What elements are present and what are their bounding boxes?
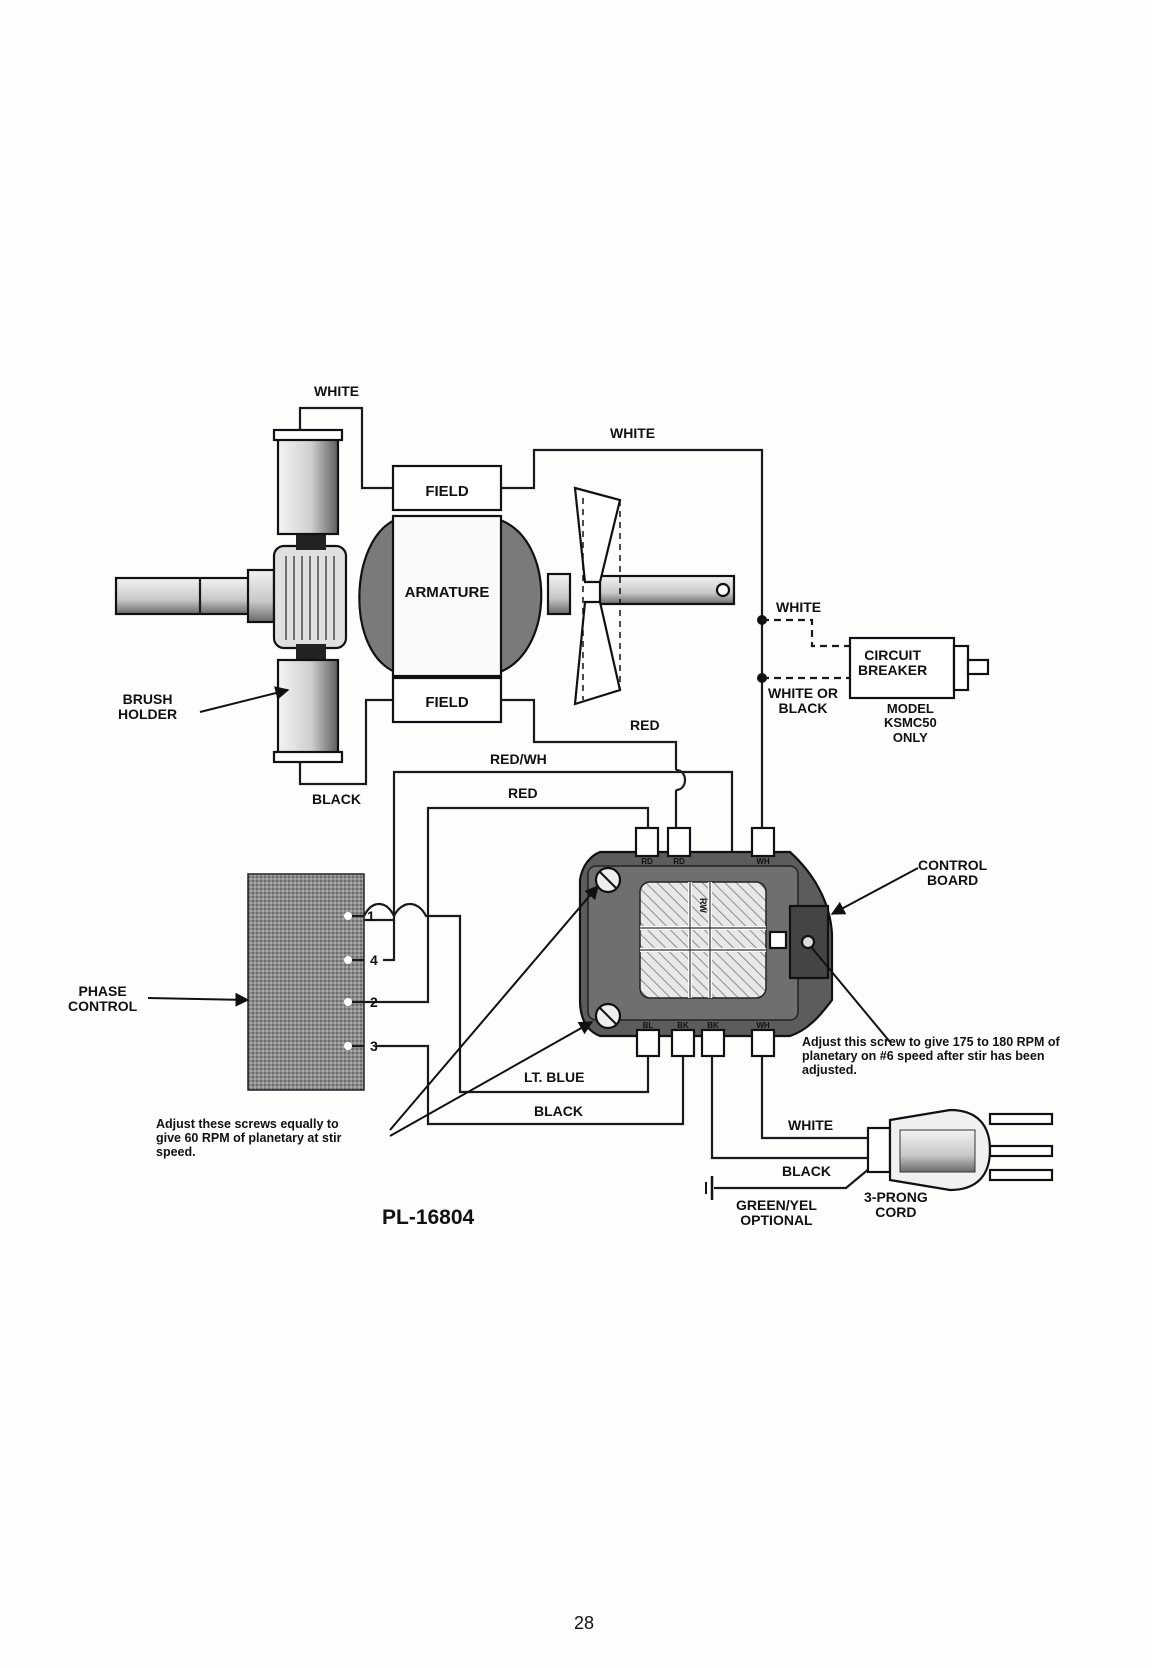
- field-bottom-label: FIELD: [425, 694, 468, 711]
- three-prong-plug: [866, 1108, 1054, 1192]
- wiring: [298, 406, 871, 1200]
- wire-green-yel: [714, 1167, 871, 1190]
- terminal-wh-top: WH: [756, 857, 770, 866]
- label-black-brush: BLACK: [312, 791, 361, 807]
- terminal-rd-1: RD: [641, 857, 653, 866]
- brush-holder-top: [272, 428, 344, 536]
- phase-control-label: PHASE CONTROL: [68, 983, 138, 1015]
- cooling-fan: [573, 486, 622, 706]
- right-shaft: [598, 574, 736, 606]
- label-black-bottom: BLACK: [534, 1103, 583, 1119]
- label-red-wh: RED/WH: [490, 751, 547, 767]
- model-note: MODEL KSMC50 ONLY: [884, 701, 937, 745]
- control-board-label: CONTROL BOARD: [918, 857, 988, 889]
- label-red-field: RED: [630, 717, 660, 733]
- armature: [391, 514, 503, 678]
- cord-label: 3-PRONG CORD: [864, 1189, 928, 1221]
- label-black-cord: BLACK: [782, 1163, 831, 1179]
- page-number: 28: [574, 1613, 595, 1633]
- wire-black-bottom: [376, 1044, 685, 1126]
- right-adjust-note: Adjust this screw to give 175 to 180 RPM…: [802, 1035, 1060, 1077]
- terminal-wh-bottom: WH: [756, 1021, 770, 1030]
- wire-lt-blue: [363, 902, 650, 1094]
- circuit-breaker: [848, 636, 990, 700]
- brush-holder-bottom: [272, 658, 344, 764]
- phase-pin-4: 4: [370, 952, 378, 968]
- wire-red: [364, 806, 650, 1004]
- phase-pin-1: 1: [367, 908, 375, 924]
- field-top-label: FIELD: [425, 483, 468, 500]
- wire-white-cord: [760, 1052, 870, 1140]
- phase-control: 1 4 2 3: [247, 873, 396, 1091]
- wire-red-wh: [364, 770, 734, 922]
- label-green-yel: GREEN/YEL OPTIONAL: [736, 1197, 817, 1229]
- wire-black-cord: [710, 1052, 870, 1160]
- control-board: RD RD WH RW BL BK BK WH: [578, 826, 834, 1058]
- motor-assembly: ARMATURE FIELD FIELD: [114, 428, 736, 764]
- part-number: PL-16804: [382, 1206, 475, 1229]
- phase-pin-2: 2: [370, 994, 378, 1010]
- armature-label: ARMATURE: [405, 584, 490, 601]
- wire-white-main: [501, 448, 764, 836]
- label-white-breaker: WHITE: [776, 599, 822, 615]
- label-red: RED: [508, 785, 538, 801]
- label-lt-blue: LT. BLUE: [524, 1069, 585, 1085]
- label-white-top: WHITE: [314, 383, 360, 399]
- terminal-bl: BL: [643, 1021, 654, 1030]
- wire-black-brush: [298, 698, 393, 786]
- left-shaft: [114, 576, 258, 616]
- brush-holder-label: BRUSH HOLDER: [118, 691, 178, 723]
- wire-white-brush: [298, 406, 393, 490]
- rpm-adjust-screw: [800, 934, 816, 950]
- terminal-rw: RW: [698, 898, 708, 913]
- terminal-rd-2: RD: [673, 857, 685, 866]
- circuit-breaker-label: CIRCUIT BREAKER: [858, 647, 928, 679]
- label-white-right: WHITE: [610, 425, 656, 441]
- phase-pin-3: 3: [370, 1038, 378, 1054]
- terminal-bk-1: BK: [677, 1021, 689, 1030]
- label-white-or-black: WHITE OR BLACK: [768, 685, 838, 717]
- left-adjust-note: Adjust these screws equally to give 60 R…: [156, 1117, 342, 1159]
- label-white-cord: WHITE: [788, 1117, 834, 1133]
- terminal-bk-2: BK: [707, 1021, 719, 1030]
